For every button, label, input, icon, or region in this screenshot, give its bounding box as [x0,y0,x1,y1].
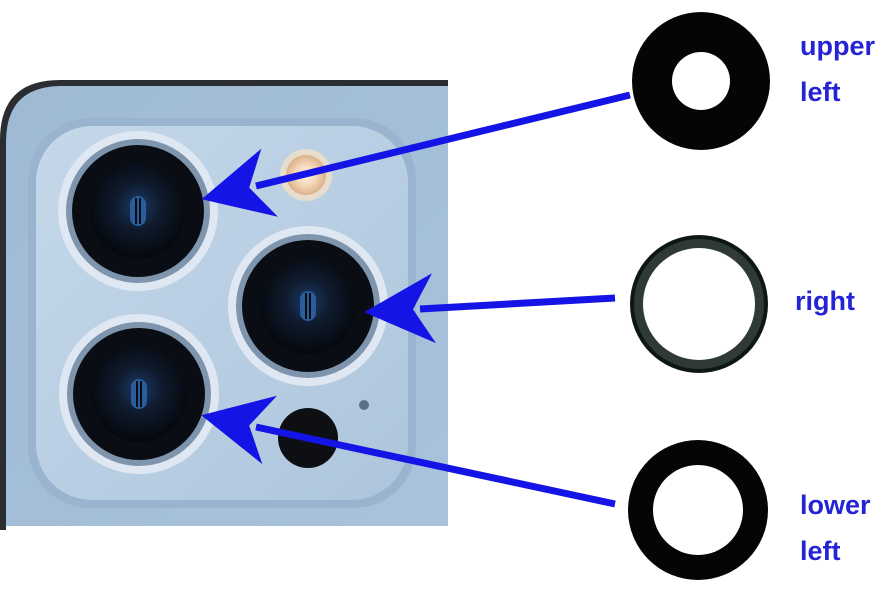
replacement-lens-upper-left [632,12,770,150]
label-lower-left-line2: left [800,536,841,566]
camera-lens-lower-left [59,314,219,474]
arrows [201,91,631,508]
arrow-right [364,273,616,344]
label-upper-left: upper left [800,23,896,115]
replacement-lens-right [630,235,768,373]
arrow-lower-left [201,395,616,508]
label-upper-left-line1: upper [800,31,876,61]
label-upper-left-line2: left [800,77,841,107]
label-right: right [795,286,855,316]
camera-lens-right [228,226,388,386]
label-lower-left: lower left [800,482,896,574]
arrow-upper-left [201,91,631,217]
label-lower-left-line1: lower [800,490,871,520]
microphone-hole [359,400,369,410]
replacement-lens-lower-left [628,440,768,580]
camera-lens-upper-left [58,131,218,291]
